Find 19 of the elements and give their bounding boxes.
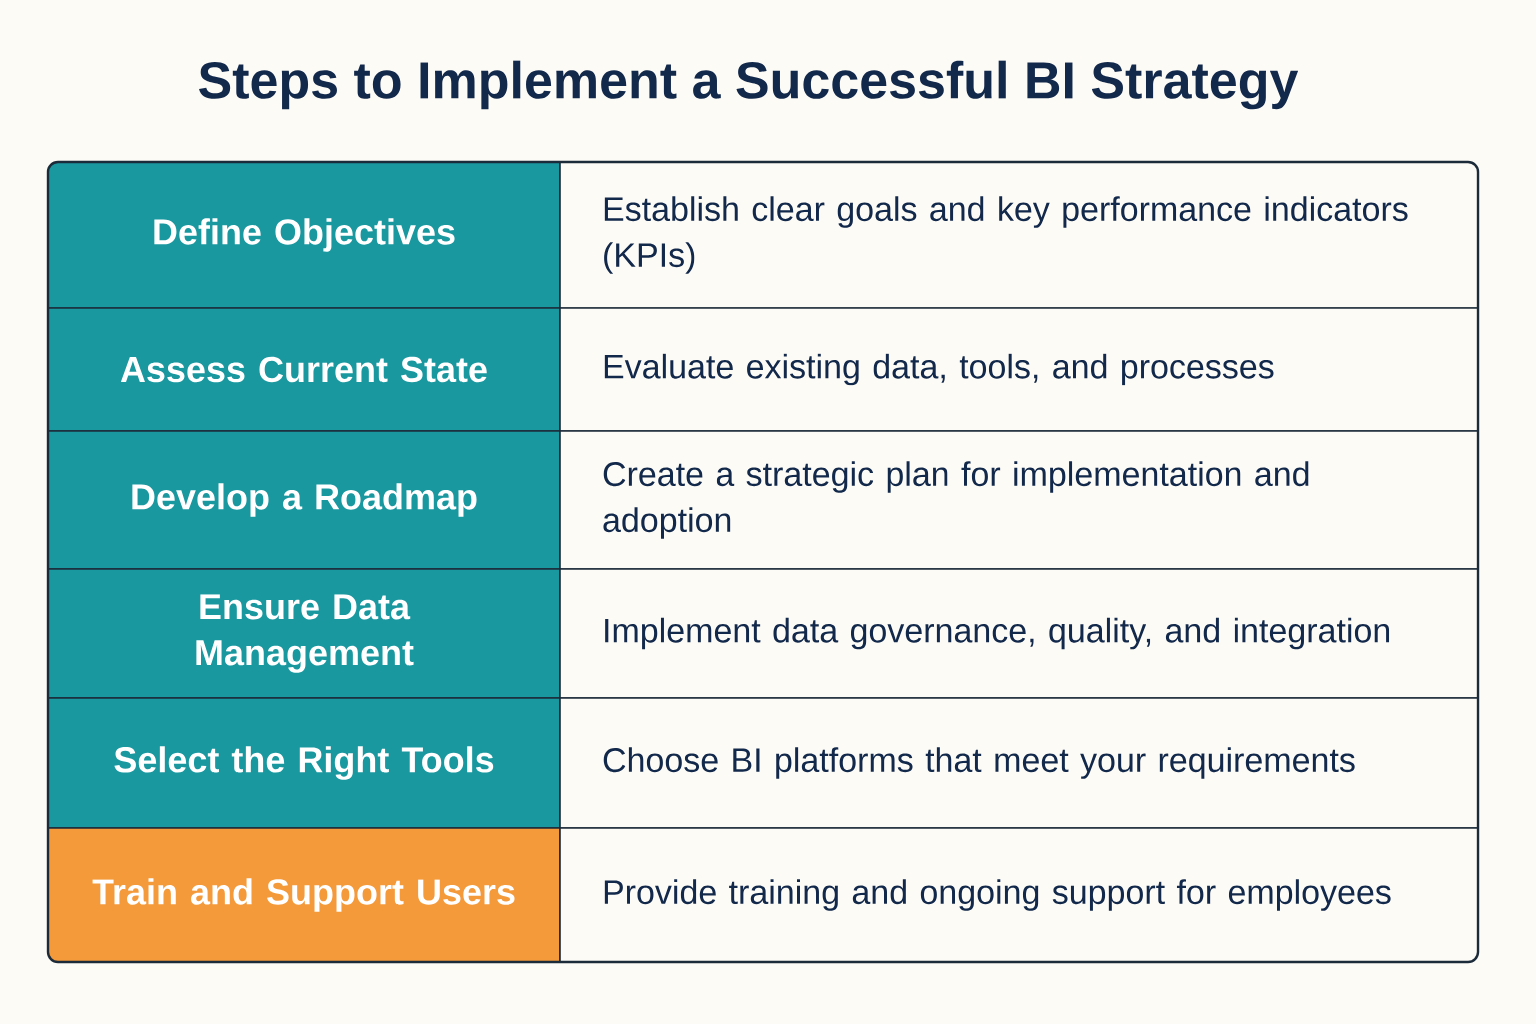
- title: Steps to Implement a Successful BI Strategy: [199, 60, 1299, 110]
- step-cell: Develop a Roadmap: [48, 430, 561, 570]
- step-cell: Train and Support Users: [48, 827, 561, 962]
- node-label: Ensure Data Management: [196, 594, 414, 673]
- step-cell: Ensure Data Management: [48, 568, 561, 699]
- description-cell: Establish clear goals and key performance indicators (KPIs): [559, 162, 1478, 309]
- node-label: Develop a Roadmap: [132, 483, 477, 517]
- step-cell: Select the Right Tools: [48, 697, 561, 829]
- description-cell: Evaluate existing data, tools, and processes: [559, 307, 1478, 432]
- step-cell: Define Objectives: [48, 162, 561, 309]
- node-label: Assess Current State: [120, 356, 487, 383]
- description-cell: Provide training and ongoing support for employees: [559, 827, 1478, 962]
- node-label: Implement data governance, quality, and integration: [605, 617, 1390, 650]
- description-cell: Create a strategic plan for implementation and adoption: [559, 430, 1478, 570]
- description-cell: Implement data governance, quality, and integration: [559, 568, 1478, 699]
- node-label: Evaluate existing data, tools, and processes: [604, 353, 1274, 386]
- node-label: Define Objectives: [154, 218, 455, 252]
- description-cell: Choose BI platforms that meet your requirements: [559, 697, 1478, 829]
- step-cell: Assess Current State: [48, 307, 561, 432]
